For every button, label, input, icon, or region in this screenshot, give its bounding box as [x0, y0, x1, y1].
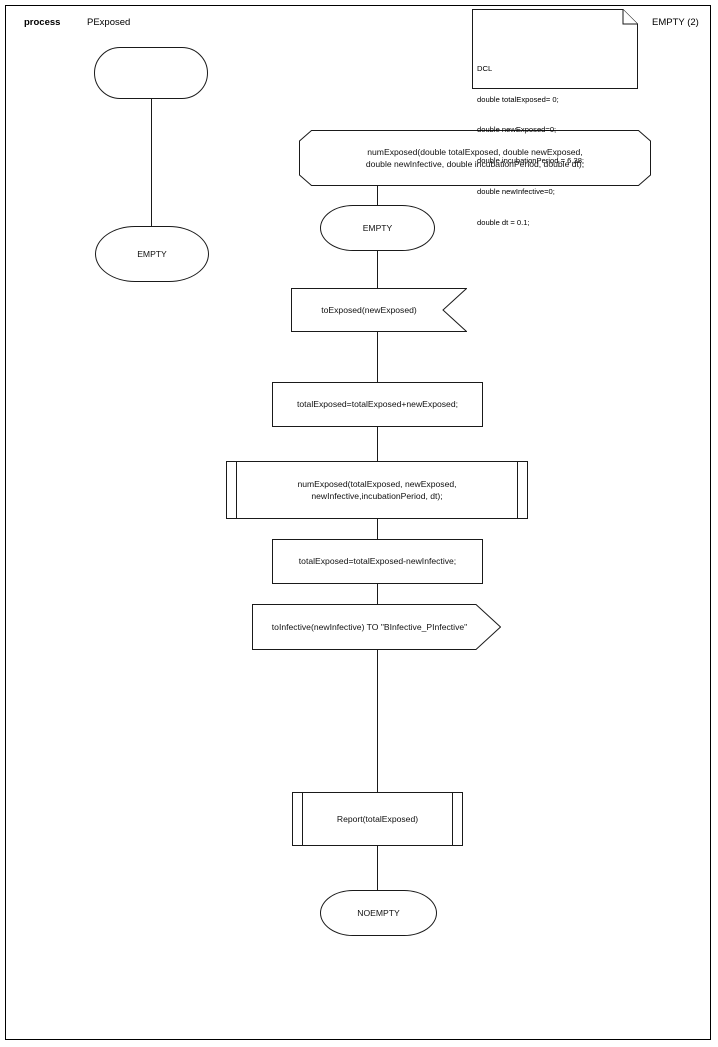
page-number-label: EMPTY (2) [652, 17, 699, 28]
state-empty-left-label: EMPTY [137, 248, 167, 259]
procedure-call-left-bar [236, 462, 237, 518]
connector-output-to-report [377, 650, 378, 792]
state-empty-left: EMPTY [95, 226, 209, 282]
declaration-line-1: double newExposed=0; [477, 125, 557, 135]
connector-task2-to-output [377, 584, 378, 604]
state-noempty: NOEMPTY [320, 890, 437, 936]
procedure-report-left-bar [302, 793, 303, 845]
state-noempty-label: NOEMPTY [357, 907, 400, 918]
connector-report-to-noempty [377, 846, 378, 890]
connector-call-to-task2 [377, 519, 378, 539]
declaration-note: DCL double totalExposed= 0; double newEx… [472, 9, 638, 227]
procedure-report-text: Report(totalExposed) [336, 813, 419, 824]
connector-state-to-input [377, 251, 378, 288]
start-symbol [94, 47, 208, 99]
declaration-line-2: double incubationPeriod = 6.38; [477, 156, 585, 166]
connector-start-to-empty [151, 99, 152, 226]
task-add-symbol: totalExposed=totalExposed+newExposed; [272, 382, 483, 427]
procedure-call-symbol: numExposed(totalExposed, newExposed, new… [226, 461, 528, 519]
procedure-call-text: numExposed(totalExposed, newExposed, new… [297, 478, 457, 501]
state-empty-main-label: EMPTY [362, 222, 393, 233]
page-frame [5, 5, 711, 1040]
declaration-line-4: double dt = 0.1; [477, 218, 530, 228]
declaration-line-3: double newInfective=0; [477, 187, 555, 197]
declaration-line-0: double totalExposed= 0; [477, 94, 559, 104]
task-sub-symbol: totalExposed=totalExposed-newInfective; [272, 539, 483, 584]
input-symbol: toExposed(newExposed) [291, 288, 467, 332]
task-add-text: totalExposed=totalExposed+newExposed; [296, 399, 458, 410]
connector-input-to-task1 [377, 332, 378, 382]
state-empty-main: EMPTY [320, 205, 435, 251]
process-keyword-label: process [24, 17, 61, 28]
procedure-report-symbol: Report(totalExposed) [292, 792, 463, 846]
connector-task1-to-call [377, 427, 378, 461]
procedure-call-right-bar [517, 462, 518, 518]
task-sub-text: totalExposed=totalExposed-newInfective; [298, 556, 457, 567]
procedure-report-right-bar [452, 793, 453, 845]
output-symbol: toInfective(newInfective) TO "BInfective… [252, 604, 501, 650]
process-name-label: PExposed [87, 17, 131, 28]
declaration-title: DCL [477, 63, 493, 73]
connector-header-to-state [377, 186, 378, 205]
